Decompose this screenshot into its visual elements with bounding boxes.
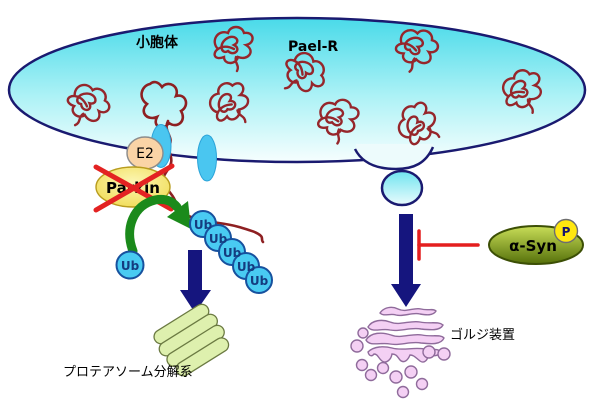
golgi-label: ゴルジ装置 [450, 327, 515, 343]
to-golgi-arrow [391, 214, 421, 307]
ubiquitination-arrowhead [167, 201, 191, 229]
ub-label: Ub [194, 218, 213, 232]
ub-label: Ub [223, 246, 242, 260]
ub-label: Ub [237, 260, 256, 274]
free-ubiquitin: Ub [115, 250, 145, 280]
inhibition-tbar-icon [417, 229, 480, 261]
er-body [7, 16, 587, 164]
pael-r-label: Pael-R [288, 39, 338, 55]
proteasome-label: プロテアソーム分解系 [63, 365, 193, 380]
ub-label: Ub [250, 274, 269, 288]
membrane-protein [197, 134, 217, 182]
er-bud-fill [356, 144, 433, 169]
phosphorylation-label: P [562, 225, 571, 239]
golgi-apparatus [350, 306, 451, 399]
polyubiquitin-chain: Ub Ub Ub Ub Ub [189, 210, 273, 294]
ub-label: Ub [209, 232, 228, 246]
alpha-synuclein-label: α-Syn [509, 237, 557, 255]
e2-label: E2 [136, 146, 154, 162]
to-proteasome-arrow [180, 250, 211, 313]
proteasome [153, 303, 230, 377]
er-label: 小胞体 [136, 34, 179, 51]
ub-label: Ub [121, 259, 140, 273]
ubiquitination-arrow [125, 194, 182, 256]
phosphorylation-badge [553, 218, 579, 244]
er-bud-membrane [353, 146, 435, 171]
transport-vesicle [380, 169, 424, 207]
